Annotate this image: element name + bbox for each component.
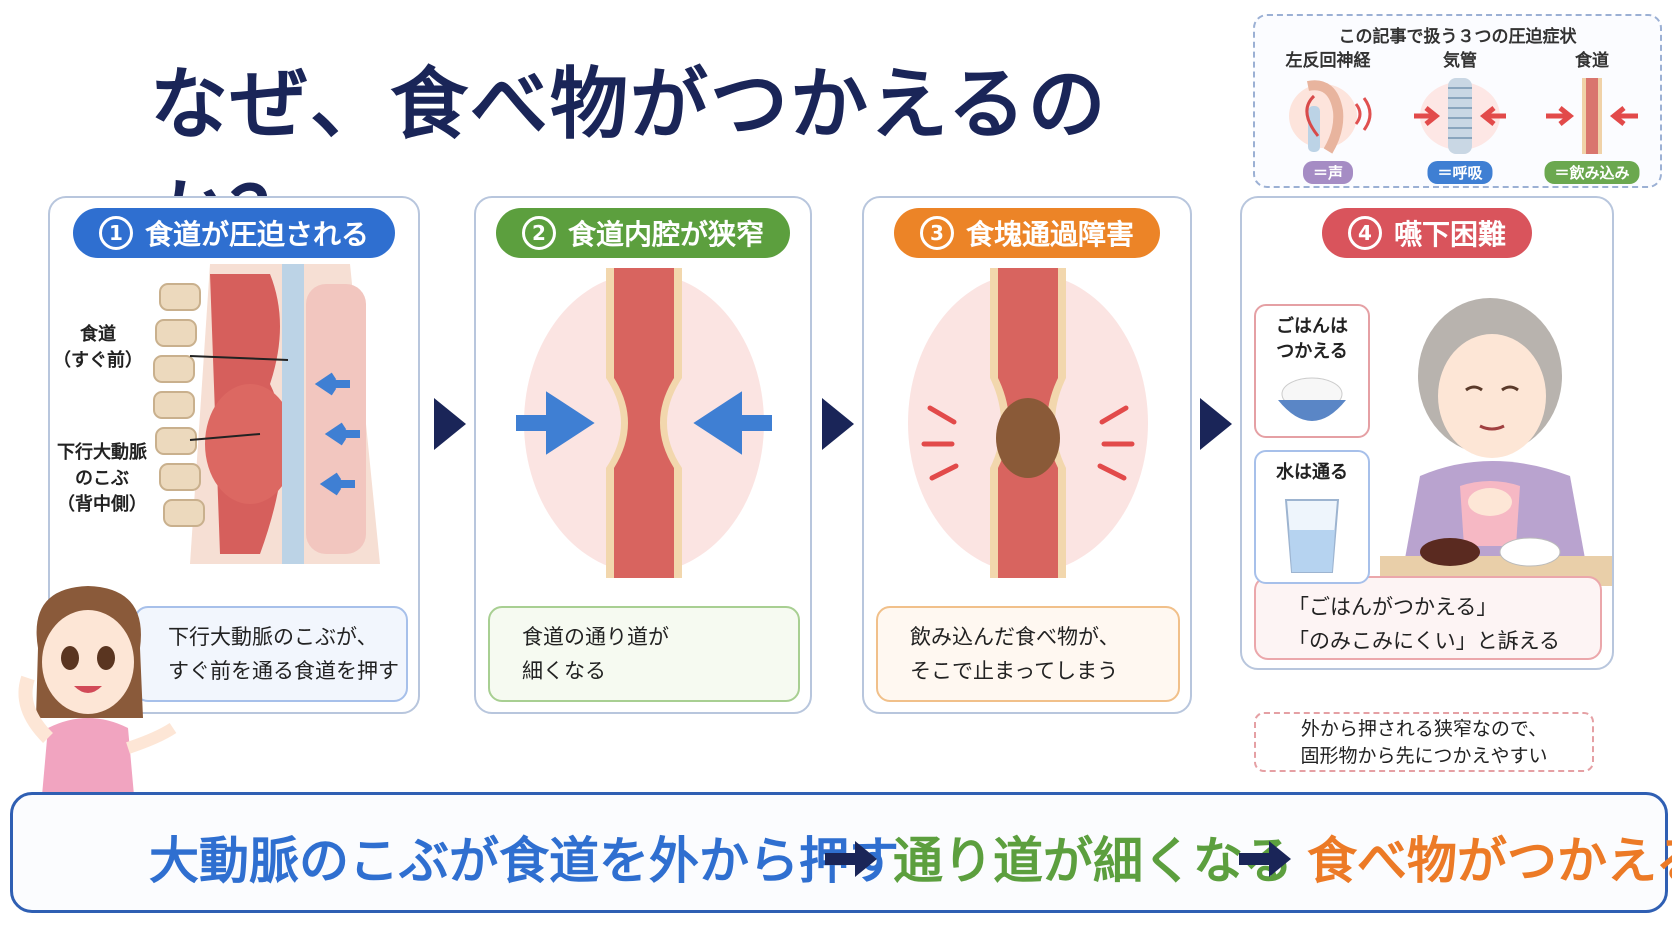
water-glass-icon — [1284, 499, 1340, 573]
inset-item-trachea: 気管 ＝呼吸 — [1395, 46, 1525, 186]
step-panel-4: 4 嚥下困難 「ごはんがつかえる」 「のみこみにくい」と訴える — [1240, 196, 1614, 670]
step-caption: 食道の通り道が 細くなる — [488, 606, 800, 702]
label-line: 食道 — [80, 324, 116, 345]
inset-item-label: 食道 — [1575, 51, 1609, 71]
step-caption: 飲み込んだ食べ物が、 そこで止まってしまう — [876, 606, 1180, 702]
note-line: 外から押される狭窄なので、 — [1300, 718, 1548, 740]
inset-tag: ＝飲み込み — [1544, 161, 1640, 184]
stenosis-illustration — [516, 268, 772, 578]
step-panel-1: 1 食道が圧迫される 下行大動脈のこぶが、 すぐ前を通る食道を押す — [48, 196, 420, 714]
flow-arrow-icon — [434, 398, 466, 450]
caption-line: 飲み込んだ食べ物が、 — [910, 625, 1120, 649]
step-caption: 「ごはんがつかえる」 「のみこみにくい」と訴える — [1254, 576, 1602, 660]
step-title: 食道内腔が狭窄 — [567, 218, 765, 251]
rice-label-line: つかえる — [1276, 341, 1348, 362]
inset-item-esophagus: 食道 ＝飲み込み — [1527, 46, 1657, 186]
step-title: 食塊通過障害 — [965, 218, 1135, 251]
label-line: （すぐ前） — [53, 350, 143, 371]
label-line: のこぶ — [75, 468, 129, 489]
caption-line: 食道の通り道が — [522, 625, 669, 649]
caption-line: 「ごはんがつかえる」 — [1288, 595, 1498, 619]
rice-bowl-icon — [1278, 377, 1346, 421]
water-box: 水は通る — [1254, 450, 1370, 584]
step-number: 4 — [1347, 216, 1382, 250]
flow-arrow-icon — [822, 398, 854, 450]
caption-line: すぐ前を通る食道を押す — [168, 659, 399, 683]
inset-tag: ＝声 — [1302, 161, 1354, 184]
bolus-obstruction-illustration — [908, 268, 1148, 578]
note-box: 外から押される狭窄なので、 固形物から先につかえやすい — [1254, 712, 1594, 772]
banner-part-1: 大動脈のこぶが食道を外から押す — [149, 832, 899, 890]
step-number: 1 — [98, 216, 133, 250]
banner-arrow-icon — [825, 841, 877, 877]
caption-line: 下行大動脈のこぶが、 — [168, 625, 378, 649]
step-number: 2 — [521, 216, 556, 250]
inset-tag: ＝呼吸 — [1427, 161, 1493, 184]
elderly-woman-illustration — [1380, 298, 1612, 586]
flow-arrow-icon — [1200, 398, 1232, 450]
step-number: 3 — [919, 216, 954, 250]
step-caption: 下行大動脈のこぶが、 すぐ前を通る食道を押す — [134, 606, 408, 702]
inset-item-nerve: 左反回神経 ＝声 — [1263, 46, 1393, 186]
step-title-pill: 3 食塊通過障害 — [893, 208, 1161, 258]
aneurysm-illustration — [153, 264, 380, 564]
step-panel-2: 2 食道内腔が狭窄 食道の通り道が 細くなる — [474, 196, 812, 714]
step-title: 嚥下困難 — [1393, 218, 1507, 251]
inset-item-label: 左反回神経 — [1285, 51, 1371, 71]
step-title-pill: 1 食道が圧迫される — [72, 208, 396, 258]
step-title: 食道が圧迫される — [144, 218, 370, 251]
note-line: 固形物から先につかえやすい — [1300, 745, 1548, 767]
label-aneurysm: 下行大動脈 のこぶ （背中側） — [50, 440, 154, 518]
trachea-icon — [1414, 78, 1506, 154]
banner-part-2: 通り道が細くなる — [893, 832, 1293, 890]
step-title-pill: 2 食道内腔が狭窄 — [495, 208, 791, 258]
symptoms-inset: この記事で扱う３つの圧迫症状 左反回神経 ＝声 気管 ＝呼吸 食道 — [1253, 14, 1662, 188]
rice-label-line: ごはんは — [1276, 316, 1348, 337]
caption-line: 「のみこみにくい」と訴える — [1288, 629, 1560, 653]
label-esophagus: 食道 （すぐ前） — [48, 322, 148, 374]
nerve-voice-icon — [1289, 80, 1372, 154]
water-label: 水は通る — [1276, 462, 1348, 483]
label-line: 下行大動脈 — [57, 442, 147, 463]
banner-arrow-icon — [1239, 841, 1291, 877]
label-line: （背中側） — [57, 494, 147, 515]
banner-part-3: 食べ物がつかえる — [1307, 832, 1672, 890]
step-title-pill: 4 嚥下困難 — [1321, 208, 1533, 258]
inset-title: この記事で扱う３つの圧迫症状 — [1338, 27, 1577, 47]
rice-box: ごはんは つかえる — [1254, 304, 1370, 438]
summary-banner: 大動脈のこぶが食道を外から押す 通り道が細くなる 食べ物がつかえる — [10, 792, 1672, 913]
step-panel-3: 3 食塊通過障害 飲み込んだ食べ物が、 そこで止まってしまう — [862, 196, 1192, 714]
inset-item-label: 気管 — [1443, 51, 1477, 71]
esophagus-small-icon — [1546, 78, 1638, 154]
caption-line: 細くなる — [522, 659, 606, 683]
caption-line: そこで止まってしまう — [910, 659, 1119, 683]
